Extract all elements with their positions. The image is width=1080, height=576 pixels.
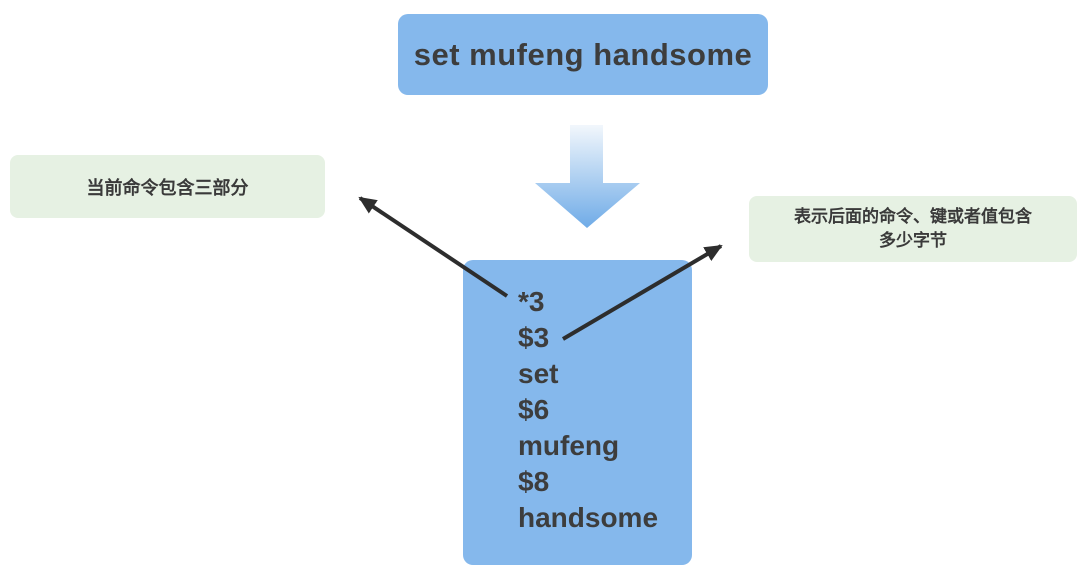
right-note: 表示后面的命令、键或者值包含 多少字节 — [749, 196, 1077, 262]
protocol-line-handsome: handsome — [518, 502, 659, 533]
down-arrow-shape — [535, 125, 640, 228]
protocol-line-len-mufeng: $6 — [518, 394, 550, 425]
right-note-text-line2: 多少字节 — [879, 231, 947, 250]
protocol-line-len-set: $3 — [518, 322, 550, 353]
protocol-box: *3 $3 set $6 mufeng $8 handsome — [463, 260, 692, 565]
protocol-line-len-handsome: $8 — [518, 466, 550, 497]
right-note-text-line1: 表示后面的命令、键或者值包含 — [794, 207, 1032, 226]
left-note-text: 当前命令包含三部分 — [86, 177, 249, 198]
protocol-line-array-count: *3 — [518, 286, 545, 317]
left-note: 当前命令包含三部分 — [10, 155, 325, 218]
command-text: set mufeng handsome — [413, 36, 753, 72]
protocol-line-set: set — [518, 358, 559, 389]
protocol-line-mufeng: mufeng — [518, 430, 620, 461]
command-box: set mufeng handsome — [398, 14, 768, 95]
